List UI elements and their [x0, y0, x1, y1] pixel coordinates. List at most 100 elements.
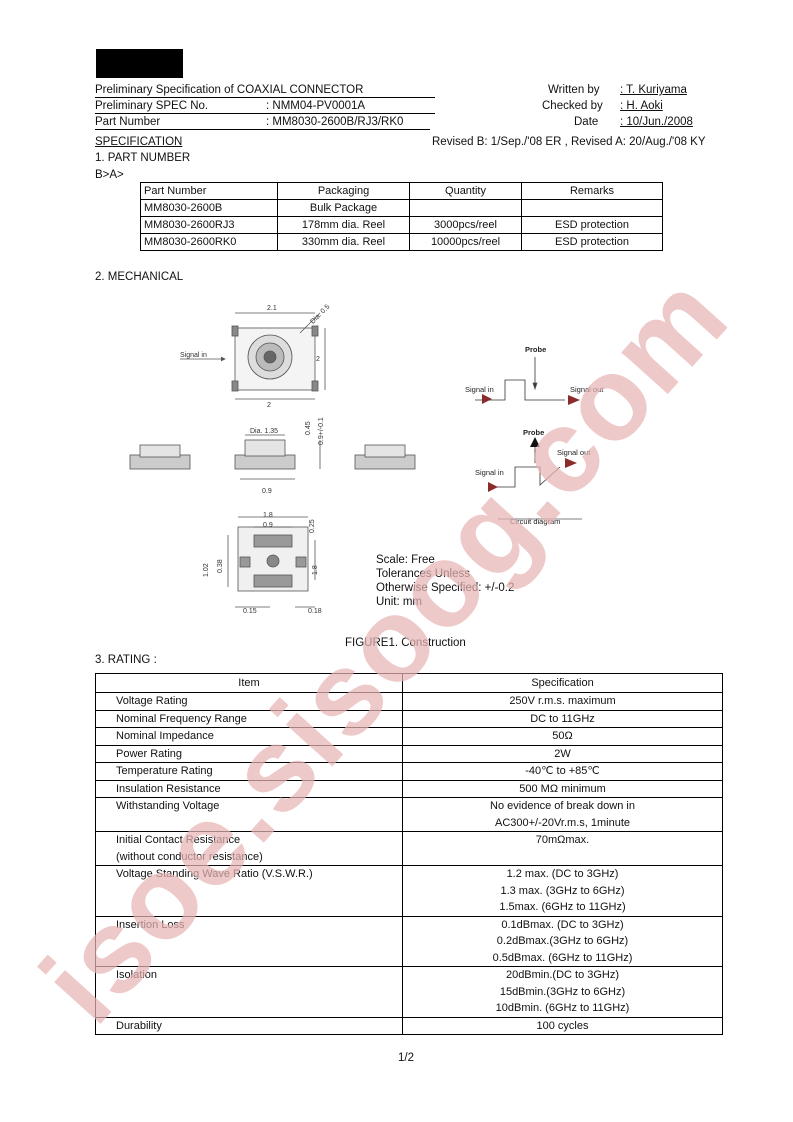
rating-spec: 500 MΩ minimum: [402, 779, 723, 798]
rating-spec-line: 0.5dBmax. (6GHz to 11GHz): [492, 951, 633, 964]
rating-item-line: Power Rating: [116, 747, 183, 760]
rating-item: Voltage Standing Wave Ratio (V.S.W.R.): [95, 865, 403, 917]
rating-item: Temperature Rating: [95, 762, 403, 781]
rating-spec-line: 100 cycles: [536, 1019, 589, 1032]
signal-in-label: Signal in: [465, 385, 494, 394]
spec-value: : NMM04-PV0001A: [266, 100, 366, 112]
table-row: MM8030-2600RJ3 178mm dia. Reel 3000pcs/r…: [140, 216, 663, 234]
spec-heading: SPECIFICATION: [95, 136, 183, 148]
rating-item-line: Isolation: [116, 969, 157, 981]
rating-spec: 2W: [402, 744, 723, 763]
rating-item: Nominal Impedance: [95, 727, 403, 746]
dim-label: 0.38: [217, 559, 224, 573]
part-label: Part Number: [95, 116, 161, 128]
signal-out-label: Signal out: [557, 448, 591, 457]
section2-title: 2. MECHANICAL: [95, 271, 184, 283]
rating-item: Nominal Frequency Range: [95, 709, 403, 728]
dim-label: 2: [316, 356, 320, 363]
rating-spec-line: 50Ω: [552, 730, 573, 742]
section3-title: 3. RATING :: [95, 654, 157, 666]
table-row: Temperature Rating -40℃ to +85℃: [95, 762, 723, 781]
rating-spec: 20dBmin.(DC to 3GHz)15dBmin.(3GHz to 6GH…: [402, 966, 723, 1018]
rating-spec-line: 15dBmin.(3GHz to 6GHz): [499, 985, 626, 998]
underline: [95, 97, 435, 98]
rating-spec: -40℃ to +85℃: [402, 762, 723, 781]
table-row: MM8030-2600RK0 330mm dia. Reel 10000pcs/…: [140, 233, 663, 251]
rating-spec-line: DC to 11GHz: [530, 712, 595, 725]
checked-label: Checked by: [542, 100, 603, 112]
probe-label: Probe: [525, 345, 546, 354]
dim-label: 0.9: [262, 488, 272, 495]
dim-label: 0.18: [308, 608, 322, 615]
rating-item-line: Voltage Standing Wave Ratio (V.S.W.R.): [116, 868, 313, 880]
table-cell: 178mm dia. Reel: [277, 216, 410, 234]
rating-item: Power Rating: [95, 744, 403, 763]
rating-spec-line: 1.3 max. (3GHz to 6GHz): [500, 884, 625, 897]
table-header: Remarks: [521, 182, 663, 200]
rating-spec-line: 250V r.m.s. maximum: [509, 695, 616, 707]
table-cell: 330mm dia. Reel: [277, 233, 410, 251]
dim-label: 1.02: [203, 563, 210, 577]
table-row: Initial Contact Resistance(without condu…: [95, 831, 723, 866]
table-header: Part Number: [140, 182, 278, 200]
rating-spec: DC to 11GHz: [402, 709, 723, 728]
revision-note: Revised B: 1/Sep./'08 ER , Revised A: 20…: [432, 136, 706, 148]
rating-item: Insulation Resistance: [95, 779, 403, 798]
table-cell: ESD protection: [521, 216, 663, 234]
checked-value: : H. Aoki: [620, 100, 663, 112]
logo-block: [96, 49, 183, 78]
probe-label: Probe: [523, 428, 544, 437]
underline: [95, 113, 435, 114]
rating-item-line: Durability: [116, 1019, 162, 1032]
dim-label: Dia. 1.35: [250, 428, 278, 435]
note-line: Tolerances Unless: [376, 568, 470, 580]
table-row: Durability 100 cycles: [95, 1016, 723, 1035]
signal-in-label: Signal in: [475, 468, 504, 477]
rating-spec-line: -40℃ to +85℃: [525, 765, 600, 777]
mechanical-drawing: 2.1 Dia. 0.5 2 2 Signal in Dia. 1.35 0.4…: [129, 303, 604, 615]
rating-spec-line: 2W: [554, 747, 571, 760]
date-label: Date: [574, 116, 599, 128]
table-cell: MM8030-2600RK0: [140, 233, 278, 251]
rating-item-line: Nominal Impedance: [116, 730, 214, 742]
figure-caption: FIGURE1. Construction: [345, 637, 466, 649]
dim-label: 2.1: [267, 305, 277, 312]
table-row: Voltage Rating 250V r.m.s. maximum: [95, 692, 723, 711]
spec-label: Preliminary SPEC No.: [95, 100, 209, 112]
rating-item: Durability: [95, 1016, 403, 1035]
written-label: Written by: [548, 84, 600, 96]
rating-spec-line: 500 MΩ minimum: [519, 782, 606, 795]
rating-spec-line: 1.2 max. (DC to 3GHz): [506, 868, 619, 880]
rating-spec: 50Ω: [402, 727, 723, 746]
dim-label: 0.9+/-0.1: [318, 417, 325, 445]
table-row: Nominal Impedance 50Ω: [95, 727, 723, 746]
date-value: : 10/Jun./2008: [620, 116, 693, 128]
table-cell: MM8030-2600B: [140, 199, 278, 217]
dim-label: Dia. 0.5: [309, 303, 331, 325]
rating-spec: 250V r.m.s. maximum: [402, 692, 723, 711]
table-cell: Bulk Package: [277, 199, 410, 217]
dim-label: 0.25: [309, 519, 316, 533]
table-cell: 10000pcs/reel: [409, 233, 522, 251]
table-cell: [521, 199, 663, 217]
rating-spec-line: No evidence of break down in: [490, 800, 635, 812]
drawing-notes: Scale: Free Tolerances Unless Otherwise …: [376, 553, 514, 609]
dim-label: 2: [267, 402, 271, 409]
rating-spec-line: 0.1dBmax. (DC to 3GHz): [501, 918, 624, 931]
table-row: Power Rating 2W: [95, 744, 723, 763]
table-row: Voltage Standing Wave Ratio (V.S.W.R.) 1.…: [95, 865, 723, 917]
rating-spec-line: 1.5max. (6GHz to 11GHz): [499, 901, 626, 913]
rating-item: Initial Contact Resistance(without condu…: [95, 831, 403, 866]
part-number-table: Part Number Packaging Quantity Remarks M…: [140, 182, 663, 251]
table-cell: [409, 199, 522, 217]
signal-out-label: Signal out: [570, 385, 604, 394]
rating-item-line: Temperature Rating: [116, 765, 213, 777]
rating-spec: 70mΩmax.: [402, 831, 723, 866]
table-row: Insulation Resistance 500 MΩ minimum: [95, 779, 723, 798]
rating-item-line: Insertion Loss: [116, 918, 185, 931]
rating-item-line: Voltage Rating: [116, 695, 188, 707]
